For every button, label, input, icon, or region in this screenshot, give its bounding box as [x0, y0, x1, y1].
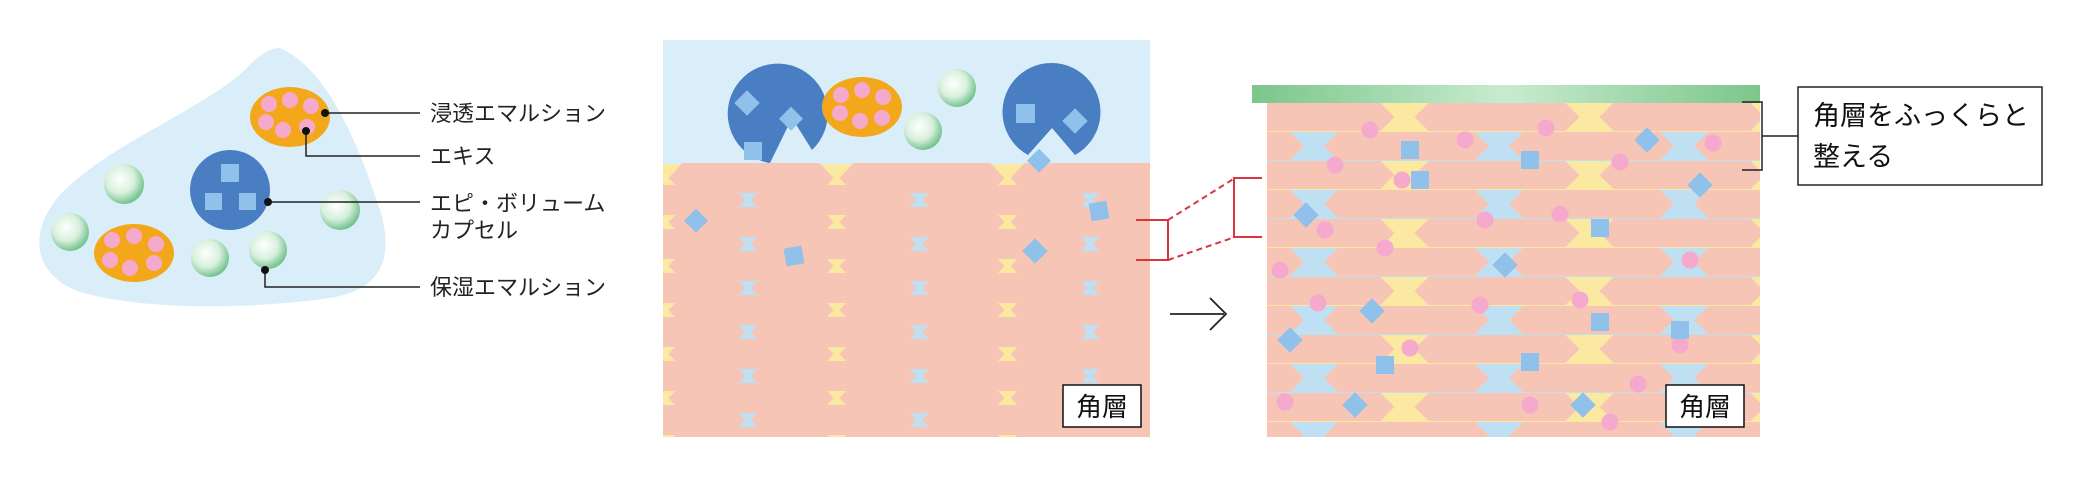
corneocyte-cell	[1600, 277, 1765, 305]
callout-line1: 角層をふっくらと	[1813, 101, 2029, 132]
corneocyte-cell	[1509, 190, 1674, 218]
corneocyte-cell	[1230, 219, 1395, 247]
svg-text:角層: 角層	[1679, 393, 1731, 423]
extract-dot	[1630, 376, 1647, 393]
corneocyte-cell	[1509, 422, 1674, 450]
corneocyte-cell	[840, 427, 1005, 457]
moisture-sphere	[51, 213, 89, 251]
moisture-sphere	[938, 69, 976, 107]
corneocyte-cell	[1600, 103, 1765, 131]
moisture-sphere	[249, 231, 287, 269]
extract-particle	[1089, 201, 1110, 222]
extract-particle	[784, 246, 805, 267]
corneocyte-cell	[1415, 335, 1580, 363]
extract-dot	[1602, 414, 1619, 431]
stratum-tag-after: 角層	[1666, 385, 1744, 427]
callout-line2: 整える	[1813, 142, 1893, 173]
extract-particle	[1401, 141, 1419, 159]
stratum-tag-before: 角層	[1063, 385, 1141, 427]
extract-dot	[1394, 172, 1411, 189]
penetration-emulsion-shape	[250, 87, 330, 147]
moisture-sphere	[104, 164, 144, 204]
extract-dot	[1552, 206, 1569, 223]
callout-box: 角層をふっくらと 整える	[1798, 87, 2042, 185]
extract-dot	[1477, 212, 1494, 229]
extract-dot	[1317, 222, 1334, 239]
corneocyte-cell	[1509, 248, 1674, 276]
corneocyte-cell	[1415, 103, 1580, 131]
transition-arrow-icon	[1170, 298, 1226, 330]
legend-label-extract: エキス	[430, 145, 495, 170]
corneocyte-cell	[1324, 248, 1489, 276]
corneocyte-cell	[1785, 335, 1950, 363]
legend-label-capsule-line2: カプセル	[430, 219, 518, 244]
corneocyte-cell	[1139, 364, 1304, 392]
extract-particle	[1591, 219, 1609, 237]
moisture-sphere	[191, 239, 229, 277]
extract-particle	[1376, 356, 1394, 374]
corneocyte-cell	[1785, 393, 1950, 421]
extract-particle	[1591, 313, 1609, 331]
moisture-sphere	[320, 190, 360, 230]
extract-dot	[1327, 157, 1344, 174]
corneocyte-cell	[1785, 219, 1950, 247]
extract-dot	[1538, 120, 1555, 137]
corneocyte-cell	[1415, 219, 1580, 247]
extract-dot	[1705, 135, 1722, 152]
svg-text:角層: 角層	[1076, 393, 1128, 423]
corneocyte-cell	[1415, 277, 1580, 305]
extract-dot	[1672, 337, 1689, 354]
volume-capsule-shape	[190, 150, 270, 230]
corneocyte-cell	[1324, 422, 1489, 450]
moisture-sphere	[904, 112, 942, 150]
corneocyte-cell	[1694, 306, 1859, 334]
before-stratum-layers	[580, 163, 1347, 457]
extract-dot	[1612, 154, 1629, 171]
legend-group: 浸透エマルション エキス エピ・ボリューム カプセル 保湿エマルション	[39, 48, 606, 306]
penetration-emulsion-shape	[94, 224, 174, 282]
corneocyte-cell	[1139, 190, 1304, 218]
extract-dot	[1362, 122, 1379, 139]
corneocyte-cell	[1694, 190, 1859, 218]
corneocyte-cell	[1011, 427, 1176, 457]
legend-label-moisture: 保湿エマルション	[430, 276, 606, 301]
extract-dot	[1277, 394, 1294, 411]
corneocyte-cell	[1600, 219, 1765, 247]
extract-particle	[1671, 321, 1689, 339]
extract-dot	[1402, 340, 1419, 357]
corneocyte-cell	[1785, 277, 1950, 305]
corneocyte-cell	[1324, 306, 1489, 334]
extract-dot	[1310, 295, 1327, 312]
corneocyte-cell	[1139, 422, 1304, 450]
corneocyte-cell	[1230, 335, 1395, 363]
extract-dot	[1572, 292, 1589, 309]
corneocyte-cell	[1230, 393, 1395, 421]
extract-particle	[1521, 151, 1539, 169]
extract-dot	[1472, 297, 1489, 314]
corneocyte-cell	[1230, 161, 1395, 189]
extract-particle	[1521, 353, 1539, 371]
extract-dot	[1377, 240, 1394, 257]
penetration-emulsion-shape	[822, 77, 902, 137]
legend-label-capsule-line1: エピ・ボリューム	[430, 192, 605, 217]
corneocyte-cell	[1415, 393, 1580, 421]
extract-dot	[1457, 132, 1474, 149]
corneocyte-cell	[1694, 248, 1859, 276]
corneocyte-cell	[1415, 161, 1580, 189]
extract-dot	[1682, 252, 1699, 269]
before-panel	[580, 40, 1347, 457]
extract-dot	[1522, 397, 1539, 414]
legend-label-penetration: 浸透エマルション	[430, 102, 606, 127]
corneocyte-cell	[1324, 190, 1489, 218]
corneocyte-cell	[1139, 132, 1304, 160]
extract-particle	[1411, 171, 1429, 189]
corneocyte-cell	[1324, 364, 1489, 392]
extract-dot	[1272, 262, 1289, 279]
zoom-indicator	[1136, 178, 1262, 260]
corneocyte-cell	[669, 427, 834, 457]
